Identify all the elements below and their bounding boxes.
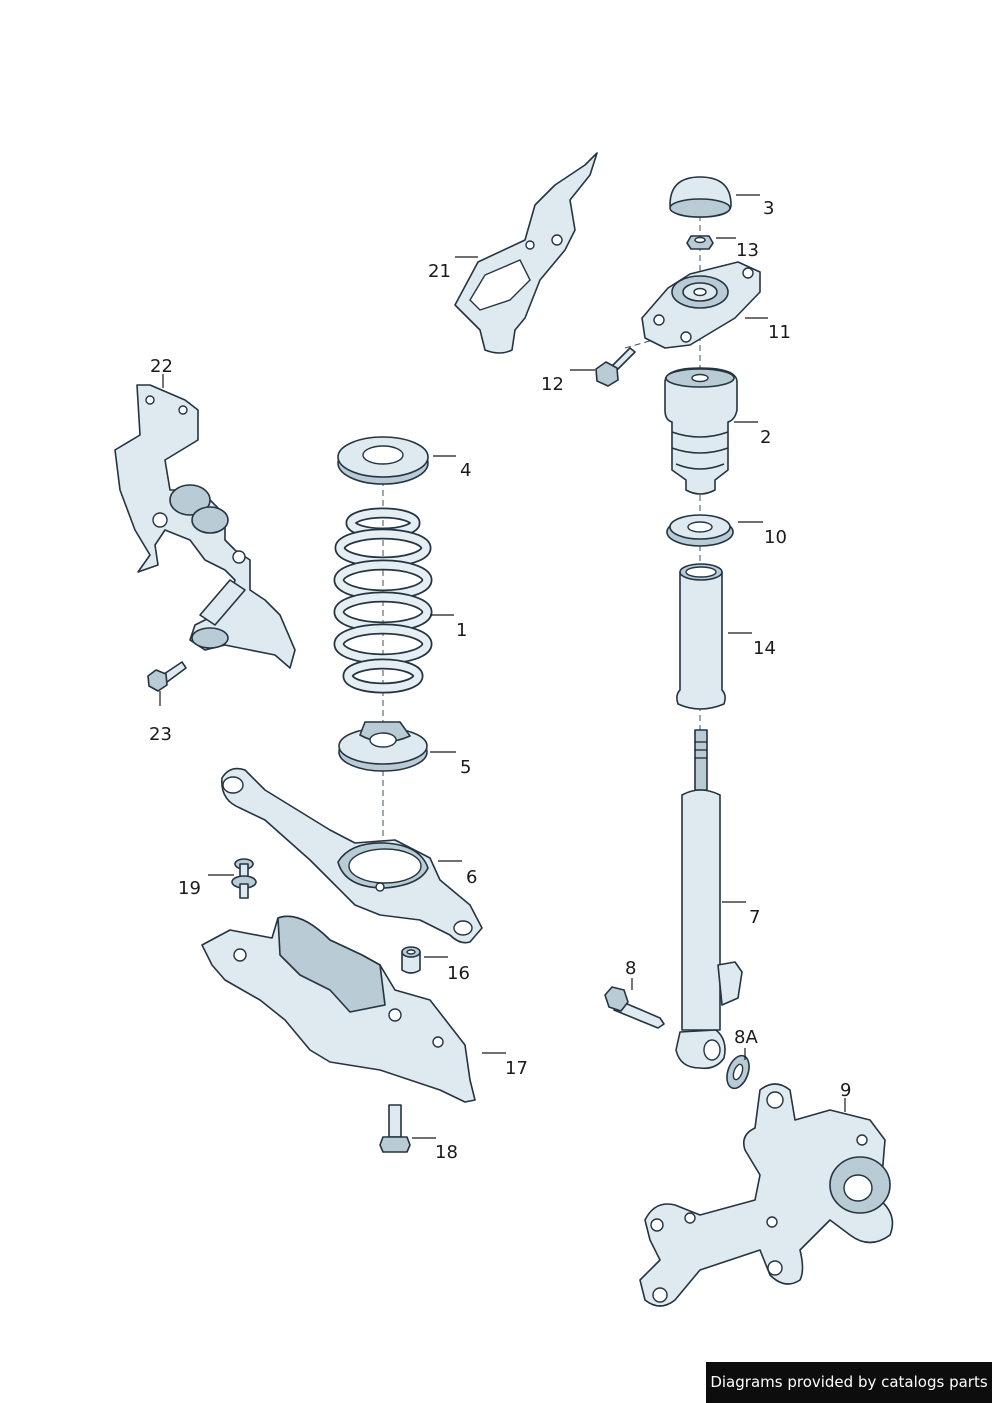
part-2-bump-stop [664, 367, 738, 495]
part-22-level-sensor-bracket [114, 384, 296, 669]
callout-2: 2 [760, 427, 771, 448]
part-10-washer [666, 514, 734, 547]
part-12-bolt [595, 347, 636, 387]
part-4-upper-spring-pad [337, 436, 429, 485]
callout-7: 7 [749, 907, 760, 928]
callout-9: 9 [840, 1080, 851, 1101]
part-8-bolt [604, 986, 665, 1029]
callout-6: 6 [466, 867, 477, 888]
part-14-protective-tube [676, 563, 726, 710]
callout-19: 19 [178, 878, 201, 899]
callout-12: 12 [541, 374, 564, 395]
footer-credit-banner: Diagrams provided by catalogs parts [706, 1362, 992, 1403]
callout-8a: 8A [734, 1027, 758, 1048]
part-7-shock-absorber [675, 729, 743, 1070]
part-11-top-mount [641, 261, 761, 349]
part-18-bolt [379, 1104, 411, 1153]
callout-17: 17 [505, 1058, 528, 1079]
callout-labels: 1 2 3 4 5 6 7 8 8A 9 10 11 12 13 14 16 1… [149, 198, 851, 1163]
callout-14: 14 [753, 638, 776, 659]
part-8a-washer [726, 1054, 750, 1090]
part-3-cap [669, 176, 732, 218]
footer-credit-text: Diagrams provided by catalogs parts [710, 1373, 988, 1391]
callout-23: 23 [149, 724, 172, 745]
callout-22: 22 [150, 356, 173, 377]
leader-lines [159, 194, 846, 1139]
part-16-bushing [401, 946, 421, 974]
callout-3: 3 [763, 198, 774, 219]
callout-10: 10 [764, 527, 787, 548]
callout-4: 4 [460, 460, 471, 481]
callout-5: 5 [460, 757, 471, 778]
part-6-lower-control-arm [221, 767, 483, 944]
part-9-bearing-housing [639, 1083, 894, 1307]
part-17-guard-panel [201, 915, 476, 1103]
part-19-clip [231, 858, 257, 899]
callout-1: 1 [456, 620, 467, 641]
callout-8: 8 [625, 958, 636, 979]
part-23-screw [147, 661, 187, 692]
callout-11: 11 [768, 322, 791, 343]
part-13-nut [686, 235, 714, 250]
callout-21: 21 [428, 261, 451, 282]
callout-18: 18 [435, 1142, 458, 1163]
callout-16: 16 [447, 963, 470, 984]
callout-13: 13 [736, 240, 759, 261]
part-1-coil-spring [333, 507, 433, 694]
part-21-bracket [454, 152, 598, 354]
part-5-lower-spring-pad [338, 721, 428, 772]
